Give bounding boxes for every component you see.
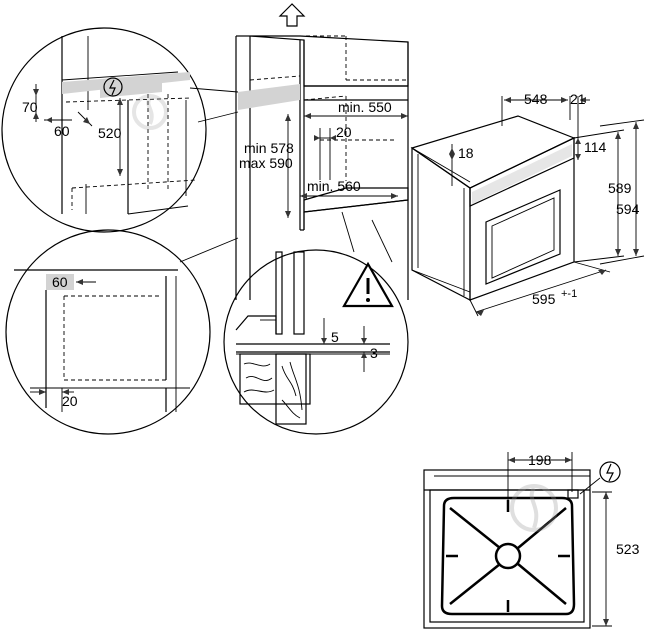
electric-symbol-icon xyxy=(103,77,123,97)
detail-circle-top: 70 60 520 xyxy=(1,27,239,233)
dim-595: 595 +-1 xyxy=(469,261,611,317)
dim-min550: min. 550 xyxy=(304,99,408,119)
dim-height-range: min 578 max 590 xyxy=(239,114,294,218)
label-5: 5 xyxy=(331,329,339,345)
hob-grate-icon xyxy=(440,496,576,616)
warning-triangle-icon xyxy=(342,261,394,308)
up-arrow-icon xyxy=(278,3,306,27)
dim-523: 523 xyxy=(592,491,640,627)
label-max590: max 590 xyxy=(239,155,293,171)
label-589: 589 xyxy=(608,180,632,196)
label-60-top: 60 xyxy=(54,123,70,139)
dim-548: 548 xyxy=(501,91,571,126)
label-18: 18 xyxy=(458,145,474,161)
label-595-tolerance: +-1 xyxy=(561,288,577,300)
oven xyxy=(410,115,576,301)
dim-594: 594 xyxy=(599,119,645,265)
gas-flame-watermark-icon xyxy=(132,94,168,130)
label-70: 70 xyxy=(22,99,38,115)
dim-18: 18 xyxy=(449,144,474,186)
dim-min560: min. 560 xyxy=(300,178,398,199)
label-min578: min 578 xyxy=(244,140,294,156)
label-21: 21 xyxy=(570,91,586,107)
label-523: 523 xyxy=(616,541,640,557)
label-548: 548 xyxy=(524,91,548,107)
dim-589: 589 xyxy=(573,129,632,263)
tall-cabinet xyxy=(235,35,409,300)
hob-diagram: 198 523 xyxy=(423,452,640,629)
label-595: 595 xyxy=(532,291,556,307)
dim-21: 21 xyxy=(570,91,590,140)
label-20-top: 20 xyxy=(336,124,352,140)
electric-symbol-icon xyxy=(567,461,621,499)
label-min550: min. 550 xyxy=(338,99,392,115)
label-20-left: 20 xyxy=(62,393,78,409)
gas-flame-watermark-icon xyxy=(510,484,558,532)
label-520: 520 xyxy=(98,125,122,141)
dim-20-top: 20 xyxy=(314,124,352,141)
dim-198: 198 xyxy=(507,452,573,500)
detail-circle-bottom: 60 20 xyxy=(5,229,239,435)
label-3: 3 xyxy=(370,345,378,361)
label-min560: min. 560 xyxy=(307,178,361,194)
label-594: 594 xyxy=(616,201,640,217)
label-60-left: 60 xyxy=(52,274,68,290)
dim-114: 114 xyxy=(575,138,607,160)
label-114: 114 xyxy=(584,139,607,155)
detail-circle-center: 5 3 xyxy=(223,211,409,435)
label-198: 198 xyxy=(528,452,552,468)
